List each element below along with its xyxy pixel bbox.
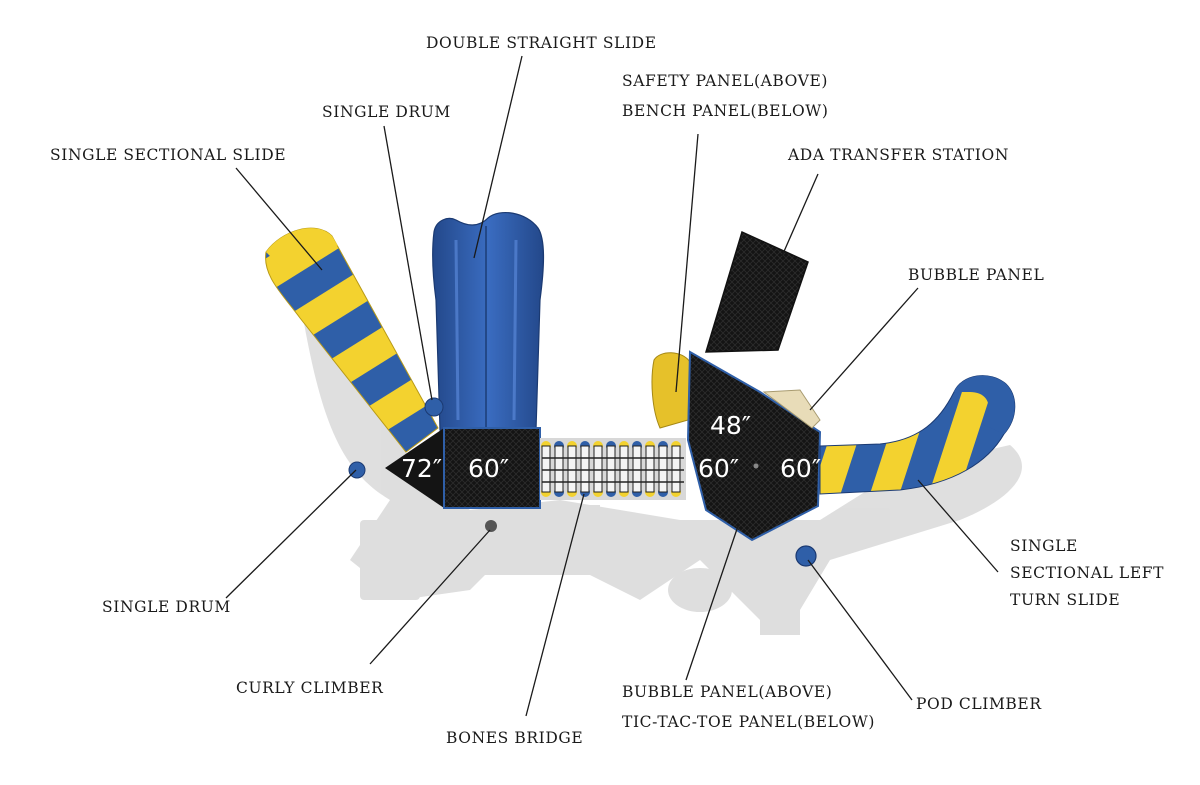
- bridge-bone: [658, 445, 668, 493]
- curly-climber-post: [485, 520, 497, 532]
- bridge-bone: [541, 445, 551, 493]
- bridge-bone: [567, 445, 577, 493]
- right-decks: [686, 350, 822, 542]
- label-left-turn-slide-line2: SECTIONAL LEFT: [1010, 564, 1164, 582]
- label-double-straight-slide: DOUBLE STRAIGHT SLIDE: [426, 34, 657, 52]
- single-drum-left: [348, 461, 366, 479]
- label-pod-climber: POD CLIMBER: [916, 695, 1042, 713]
- label-safety-panel-above: SAFETY PANEL(ABOVE): [622, 72, 828, 90]
- bridge-bone: [671, 445, 681, 493]
- bones-bridge: [540, 438, 686, 500]
- label-tic-tac-toe-panel-below: TIC-TAC-TOE PANEL(BELOW): [622, 713, 875, 731]
- label-curly-climber: CURLY CLIMBER: [236, 679, 384, 697]
- bridge-bone: [606, 445, 616, 493]
- bridge-bone: [645, 445, 655, 493]
- label-left-turn-slide-line1: SINGLE: [1010, 537, 1078, 555]
- label-single-drum-top: SINGLE DRUM: [322, 103, 451, 121]
- single-drum-top: [424, 397, 444, 417]
- safety-panel: [651, 352, 691, 429]
- label-single-drum-left: SINGLE DRUM: [102, 598, 231, 616]
- bridge-bone: [554, 445, 564, 493]
- single-sectional-left-turn-slide: [819, 375, 1016, 495]
- label-left-turn-slide-line3: TURN SLIDE: [1010, 591, 1120, 609]
- label-bubble-panel: BUBBLE PANEL: [908, 266, 1044, 284]
- label-bubble-panel-above: BUBBLE PANEL(ABOVE): [622, 683, 832, 701]
- pod-climber: [795, 545, 817, 567]
- double-straight-slide: [432, 211, 545, 431]
- label-bones-bridge: BONES BRIDGE: [446, 729, 583, 747]
- leader-lines: [225, 55, 999, 717]
- ada-transfer-station: [704, 230, 809, 353]
- bridge-bone: [593, 445, 603, 493]
- deck-height-left-square: 60″: [468, 454, 509, 483]
- bridge-bone: [619, 445, 629, 493]
- bridge-bone: [580, 445, 590, 493]
- single-sectional-slide: [265, 227, 439, 453]
- deck-height-right-right: 60″: [780, 454, 821, 483]
- label-ada-transfer-station: ADA TRANSFER STATION: [787, 146, 1009, 164]
- bridge-bone: [632, 445, 642, 493]
- label-single-sectional-slide: SINGLE SECTIONAL SLIDE: [50, 146, 286, 164]
- bubble-panel: [762, 389, 821, 429]
- deck-height-right-top: 48″: [710, 411, 751, 440]
- deck-height-left-triangle: 72″: [401, 454, 442, 483]
- deck-height-right-left: 60″: [698, 454, 739, 483]
- label-bench-panel-below: BENCH PANEL(BELOW): [622, 102, 828, 120]
